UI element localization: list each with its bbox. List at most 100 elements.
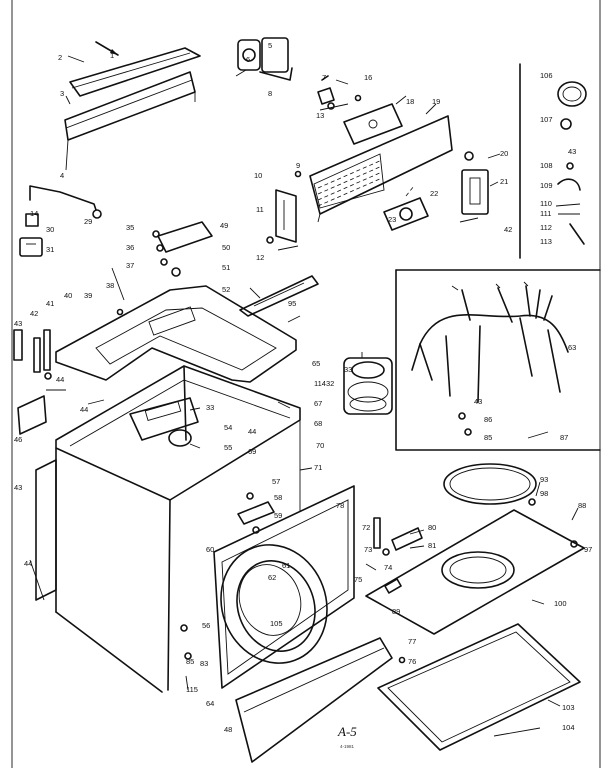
label-80: 80 [428,523,436,532]
label-106: 106 [540,71,553,80]
label-42b: 42 [504,225,512,234]
access-plate-part [343,103,403,145]
label-12: 12 [256,253,264,262]
label-14: 14 [30,209,38,218]
bottom-pan-part [377,623,581,751]
label-81: 81 [428,541,436,550]
label-31: 31 [46,245,54,254]
leader-lines [65,55,579,707]
label-7: 7 [322,73,326,82]
label-36: 36 [126,243,134,252]
wiring-harness-part [395,269,601,451]
label-74: 74 [384,563,392,572]
label-42a: 42 [30,309,38,318]
label-114: 114 [314,379,326,388]
label-78: 78 [336,501,344,510]
label-97: 97 [584,545,592,554]
label-110: 110 [540,199,552,208]
control-panel-grille [309,115,453,223]
label-85b: 85 [186,657,194,666]
label-51: 51 [222,263,230,272]
front-panel-part [213,485,355,689]
label-33b: 33 [206,403,214,412]
label-44a: 44 [56,375,64,384]
top-strip-part [69,41,201,97]
label-69: 69 [248,447,256,456]
label-48: 48 [224,725,232,734]
lid-latch-part [383,185,429,231]
lid-hinge-part [152,221,213,277]
label-103: 103 [562,703,575,712]
label-22: 22 [430,189,438,198]
label-1: 1 [110,51,114,60]
side-panel-left-part [29,459,57,601]
label-65: 65 [312,359,320,368]
label-9: 9 [296,161,300,170]
label-35: 35 [126,223,134,232]
label-4: 4 [60,171,64,180]
label-113: 113 [540,237,552,246]
pump-motor-part [343,352,393,415]
label-57: 57 [272,477,280,486]
label-67: 67 [314,399,322,408]
label-18: 18 [406,97,414,106]
label-98: 98 [540,489,548,498]
label-19: 19 [432,97,440,106]
label-87: 87 [560,433,568,442]
label-56: 56 [202,621,210,630]
diagram-caption: A-5 [337,724,357,739]
left-side-fasteners [13,329,105,435]
label-95: 95 [288,299,296,308]
label-70: 70 [316,441,324,450]
label-43a: 43 [14,319,22,328]
label-8: 8 [268,89,272,98]
label-60: 60 [206,545,214,554]
toe-kick-plate-part [235,637,406,763]
small-fasteners-top [317,75,362,111]
label-100: 100 [554,599,567,608]
label-29: 29 [84,217,92,226]
label-85a: 85 [484,433,492,442]
label-111: 111 [540,209,551,218]
label-40: 40 [64,291,72,300]
label-43c: 43 [568,147,576,156]
label-105: 105 [270,619,283,628]
label-2: 2 [58,53,62,62]
label-30: 30 [46,225,54,234]
tub-ring-part [443,463,537,505]
control-knob-assembly [237,37,293,81]
label-11: 11 [256,205,264,214]
label-20: 20 [500,149,508,158]
label-115: 115 [186,685,198,694]
label-5: 5 [268,41,272,50]
label-44d: 44 [24,559,32,568]
label-64: 64 [206,699,214,708]
label-88: 88 [578,501,586,510]
label-61: 61 [282,561,290,570]
side-bracket-part [266,170,302,251]
label-83: 83 [200,659,208,668]
label-107: 107 [540,115,553,124]
label-59: 59 [274,511,282,520]
label-55: 55 [224,443,232,452]
label-43d: 43 [474,397,482,406]
label-32: 32 [326,379,334,388]
diagram-footnote: 4-1981 [340,744,355,749]
label-44c: 44 [248,427,256,436]
label-58: 58 [274,493,282,502]
label-75: 75 [354,575,362,584]
label-6: 6 [246,55,250,64]
label-68: 68 [314,419,322,428]
label-76: 76 [408,657,416,666]
label-23: 23 [388,215,396,224]
switch-bracket-part [459,151,489,223]
label-43b: 43 [14,483,22,492]
label-49: 49 [220,221,228,230]
label-10: 10 [254,171,262,180]
label-52: 52 [222,285,230,294]
label-63: 63 [568,343,576,352]
label-71: 71 [314,463,322,472]
lid-switch-lever-part [239,275,319,317]
label-46: 46 [14,435,22,444]
